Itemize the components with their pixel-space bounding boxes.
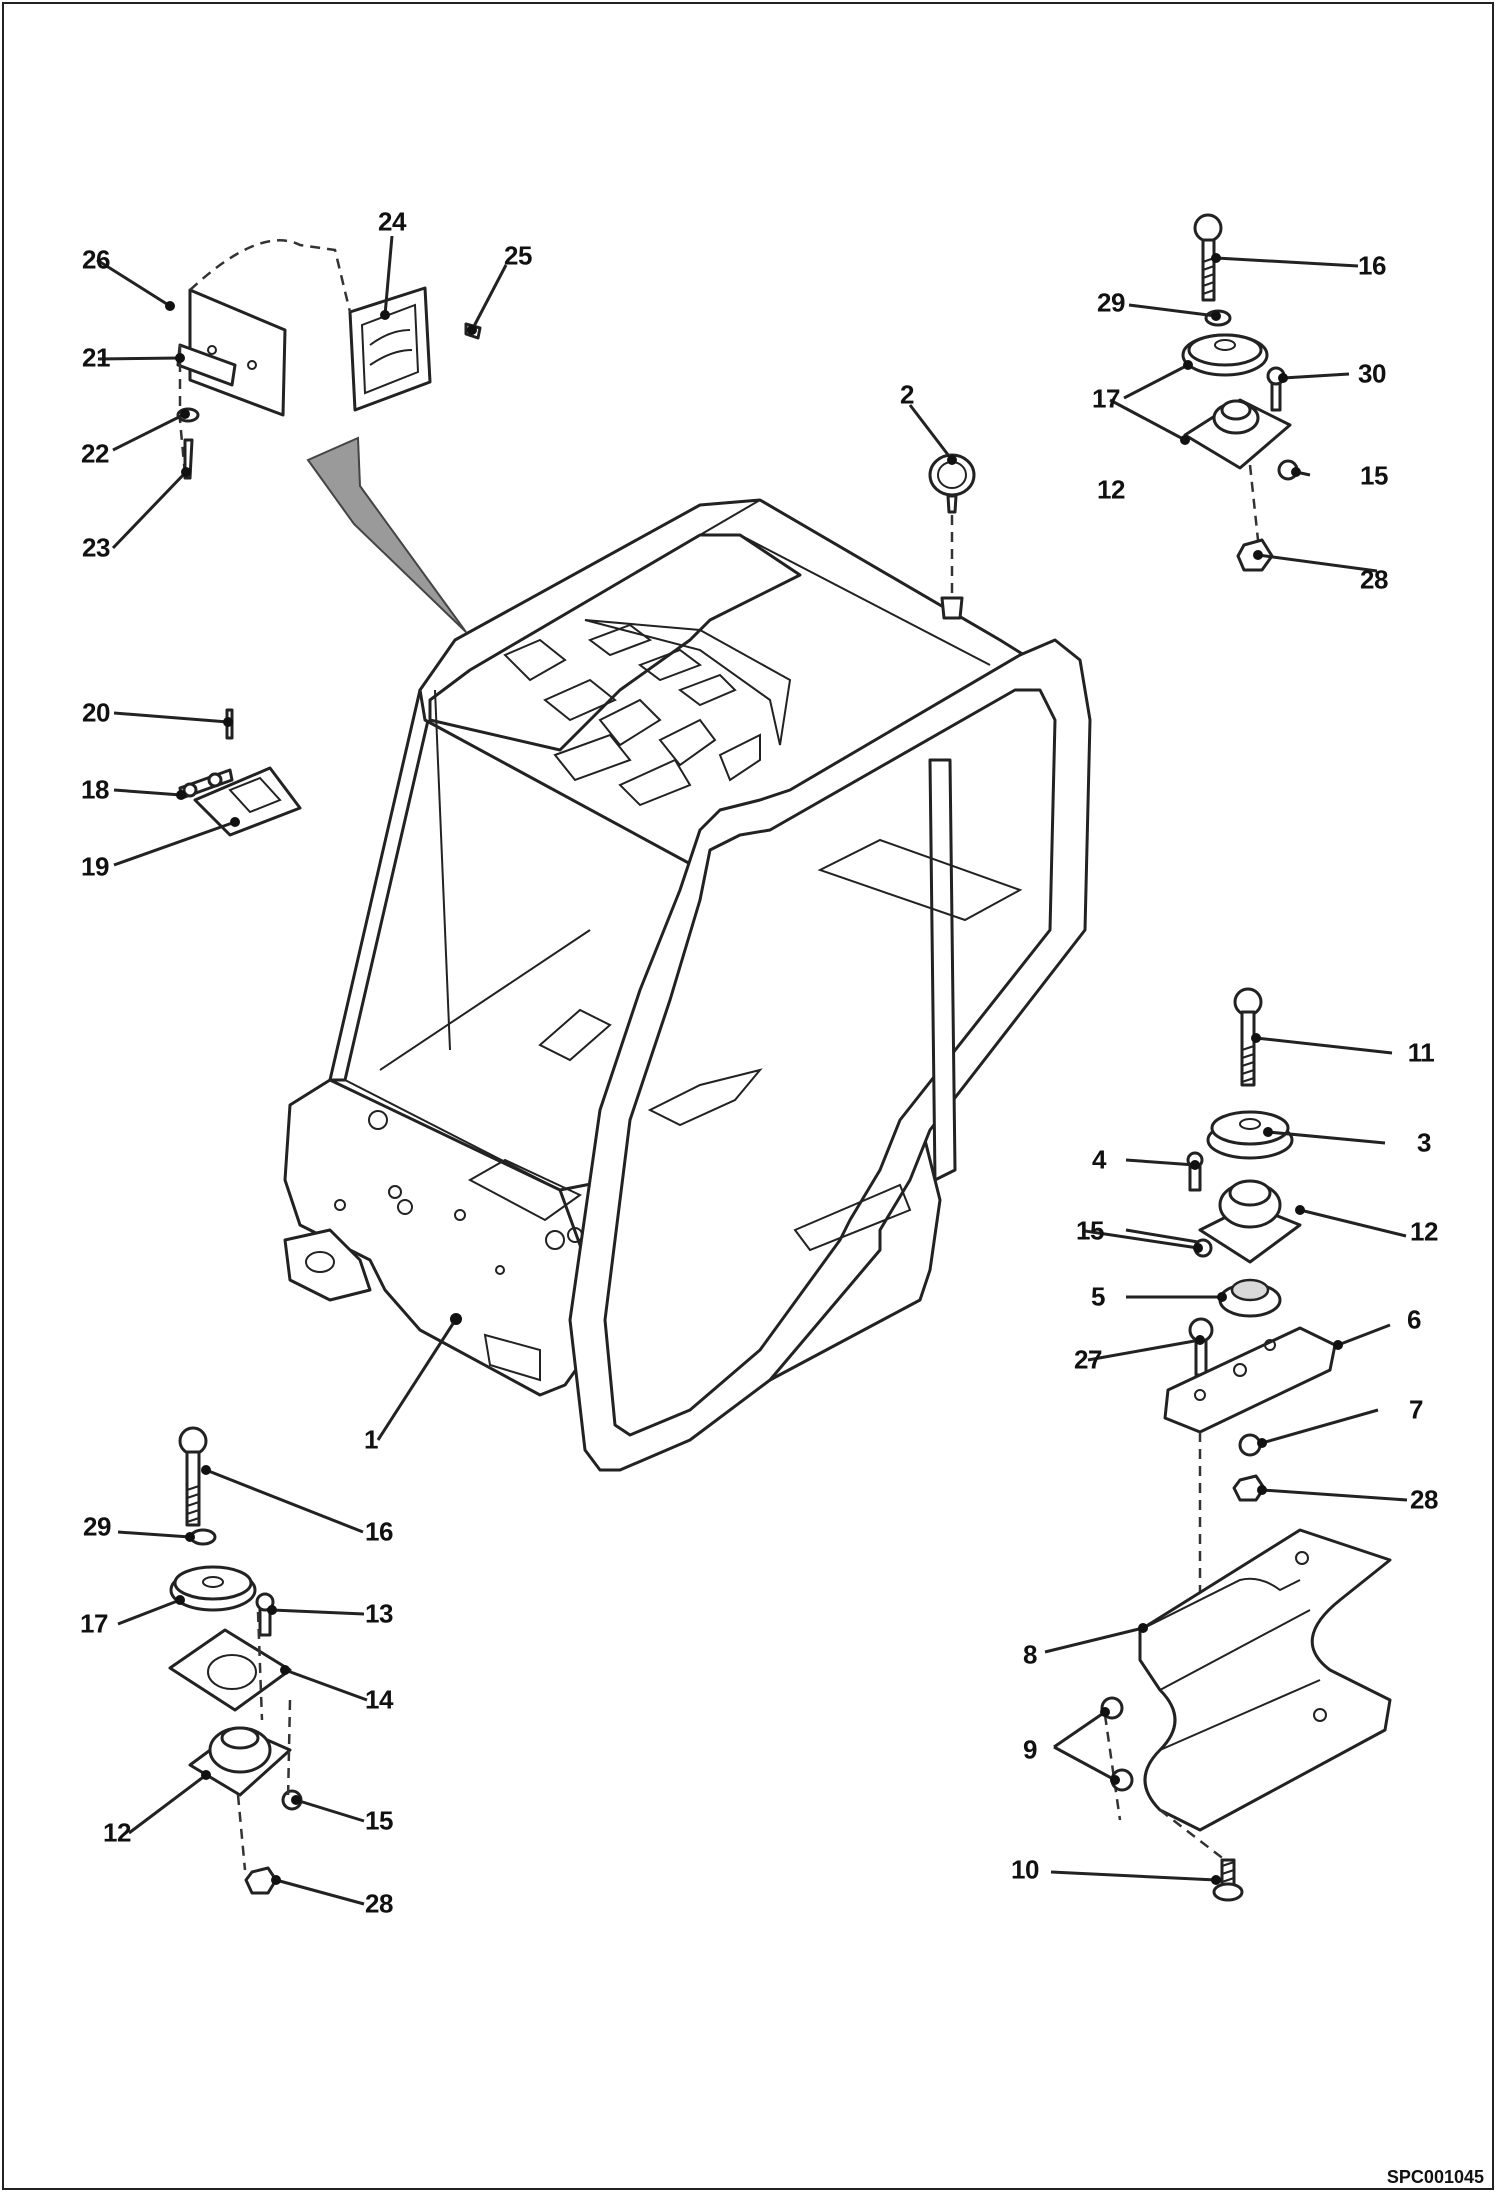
callout-7: 7 (1409, 1394, 1423, 1425)
callout-28-top: 28 (1360, 564, 1388, 595)
callout-28-middle: 28 (1410, 1484, 1438, 1515)
callout-16-top: 16 (1358, 250, 1386, 281)
drawing-code: SPC001045 (1386, 2167, 1484, 2187)
mount-group-bottom-left (168, 1426, 303, 1895)
callout-6: 6 (1407, 1304, 1421, 1335)
callout-14: 14 (365, 1684, 393, 1715)
callout-19: 19 (81, 851, 109, 882)
callout-15-middle: 15 (1076, 1215, 1104, 1246)
callout-12-middle-right: 12 (1410, 1216, 1438, 1247)
callout-4: 4 (1092, 1144, 1106, 1175)
callout-12-top-right: 12 (1097, 474, 1125, 505)
callout-22: 22 (81, 438, 109, 469)
label-plate-24 (348, 286, 432, 412)
callout-26: 26 (82, 244, 110, 275)
callout-2: 2 (900, 379, 914, 410)
leader-dots (165, 253, 1343, 1885)
callout-18: 18 (81, 774, 109, 805)
callout-30: 30 (1358, 358, 1386, 389)
decal-plate-19 (178, 708, 302, 837)
callout-29-top: 29 (1097, 287, 1125, 318)
ring-pin-2 (928, 453, 976, 620)
pointer-arrow (306, 436, 467, 633)
callout-1: 1 (364, 1424, 378, 1455)
callout-27: 27 (1074, 1344, 1102, 1375)
callout-20: 20 (82, 697, 110, 728)
callout-12-bottom-left: 12 (103, 1817, 131, 1848)
callout-17-bottom: 17 (80, 1608, 108, 1639)
leader-lines (96, 235, 1408, 1906)
label-plate-21 (176, 288, 287, 417)
callout-13: 13 (365, 1598, 393, 1629)
mount-group-middle-right (1163, 987, 1337, 1610)
callout-10: 10 (1011, 1854, 1039, 1885)
callout-5: 5 (1091, 1281, 1105, 1312)
callout-16-bottom: 16 (365, 1516, 393, 1547)
callout-3: 3 (1417, 1127, 1431, 1158)
callout-25: 25 (504, 240, 532, 271)
callout-21: 21 (82, 342, 110, 373)
callout-24: 24 (378, 206, 406, 237)
callout-8: 8 (1023, 1639, 1037, 1670)
mount-group-top-right (1181, 213, 1299, 572)
callout-15-bottom: 15 (365, 1805, 393, 1836)
bracket-8 (1100, 1528, 1392, 1902)
cab-frame (283, 498, 1092, 1472)
callout-17-top: 17 (1092, 383, 1120, 414)
callout-9: 9 (1023, 1734, 1037, 1765)
callout-29-bottom: 29 (83, 1511, 111, 1542)
callout-11: 11 (1407, 1037, 1435, 1068)
callout-28-bottom: 28 (365, 1888, 393, 1919)
callout-15-top: 15 (1360, 460, 1388, 491)
callout-23: 23 (82, 532, 110, 563)
